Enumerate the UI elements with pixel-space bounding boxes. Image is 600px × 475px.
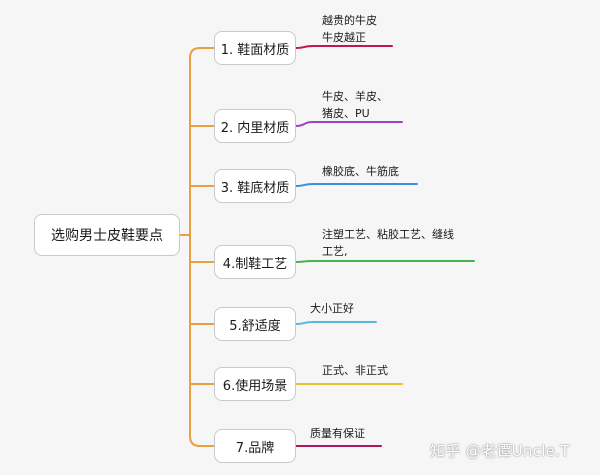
note-line: 橡胶底、牛筋底	[322, 165, 399, 178]
note-underline	[295, 260, 475, 263]
branch-connector	[189, 435, 215, 447]
note-line: 正式、非正式	[322, 364, 388, 377]
note-shoemaking-process: 注塑工艺、粘胶工艺、缝线 工艺,	[322, 226, 454, 260]
note-underline	[295, 183, 418, 187]
note-lining-material: 牛皮、羊皮、 猪皮、PU	[322, 88, 388, 122]
note-shoe-upper-material: 越贵的牛皮 牛皮越正	[322, 12, 377, 46]
note-sole-material: 橡胶底、牛筋底	[322, 163, 399, 180]
note-line: 越贵的牛皮	[322, 14, 377, 27]
note-comfort: 大小正好	[310, 300, 354, 317]
note-underline	[295, 121, 403, 127]
note-line: 质量有保证	[310, 427, 365, 440]
note-underline	[295, 321, 377, 325]
branch-shoemaking-process[interactable]: 4.制鞋工艺	[214, 245, 296, 279]
root-topic[interactable]: 选购男士皮鞋要点	[34, 214, 180, 256]
note-line: 工艺,	[322, 245, 348, 258]
note-line: 牛皮、羊皮、	[322, 90, 388, 103]
note-usage-scenario: 正式、非正式	[322, 362, 388, 379]
branch-lining-material[interactable]: 2. 内里材质	[214, 109, 296, 143]
branch-brand[interactable]: 7.品牌	[214, 429, 296, 463]
note-line: 注塑工艺、粘胶工艺、缝线	[322, 228, 454, 241]
zhihu-watermark: 知乎 @老谭Uncle.T	[430, 442, 570, 460]
note-line: 牛皮越正	[322, 31, 366, 44]
branch-shoe-upper-material[interactable]: 1. 鞋面材质	[214, 31, 296, 65]
note-brand: 质量有保证	[310, 425, 365, 442]
note-line: 大小正好	[310, 302, 354, 315]
note-underline	[295, 45, 393, 49]
note-line: 猪皮、PU	[322, 107, 370, 120]
branch-usage-scenario[interactable]: 6.使用场景	[214, 367, 296, 401]
branch-comfort[interactable]: 5.舒适度	[214, 307, 296, 341]
branch-connector	[189, 47, 215, 59]
branch-sole-material[interactable]: 3. 鞋底材质	[214, 169, 296, 203]
